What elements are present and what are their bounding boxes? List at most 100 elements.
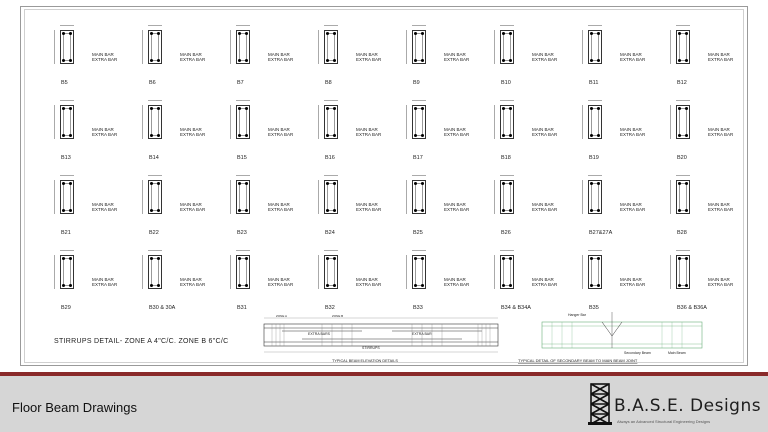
rebar-dot [326,284,329,287]
extra-bar-label: EXTRA BAR [532,57,558,62]
rebar-dot [421,107,424,110]
beam-cross-section [412,180,426,214]
extra-bar-label: EXTRA BAR [532,132,558,137]
beam-cross-section [324,30,338,64]
main-bar-label: MAIN BAR [356,277,378,282]
dimension-line [54,255,55,289]
main-bar-label: MAIN BAR [92,202,114,207]
beam-label: B16 [325,155,335,161]
dimension-line [148,175,162,176]
dimension-line [324,100,338,101]
dimension-line [670,30,671,64]
stirrups-label: STIRRUPS [362,346,380,350]
dimension-line [54,180,55,214]
rebar-dot [502,209,505,212]
rebar-dot [326,59,329,62]
rebar-dot [157,59,160,62]
rebar-dot [238,209,241,212]
beam-cross-section [236,30,250,64]
rebar-dot [414,182,417,185]
rebar-dot [238,107,241,110]
rebar-dot [326,209,329,212]
beam-label: B27&27A [589,230,613,236]
main-bar-label: MAIN BAR [532,202,554,207]
dimension-line [412,175,426,176]
rebar-dot [597,284,600,287]
dimension-line [676,175,690,176]
beam-label: B34 & B34A [501,305,531,311]
rebar-dot [62,59,65,62]
beam-cross-section [148,255,162,289]
beam-cross-section [500,255,514,289]
dimension-line [236,25,250,26]
sheet-inner-border [24,9,744,363]
rebar-dot [502,59,505,62]
rebar-dot [150,209,153,212]
beam-cross-section [588,30,602,64]
rebar-dot [62,284,65,287]
beam-cross-section [324,255,338,289]
rebar-dot [421,134,424,137]
dimension-line [148,25,162,26]
main-beam-label: Main Beam [668,351,686,355]
dimension-line [412,100,426,101]
rebar-dot [62,182,65,185]
beam-cross-section [676,30,690,64]
main-bar-label: MAIN BAR [92,52,114,57]
rebar-dot [678,107,681,110]
main-bar-label: MAIN BAR [532,127,554,132]
extra-bar-label: EXTRA BAR [180,207,206,212]
rebar-dot [597,209,600,212]
dimension-line [494,105,495,139]
extra-bar-label: EXTRA BAR [180,282,206,287]
rebar-dot [597,59,600,62]
dimension-line [406,105,407,139]
dimension-line [324,175,338,176]
rebar-dot [62,107,65,110]
rebar-dot [333,284,336,287]
rebar-dot [685,257,688,260]
beam-cross-section [588,255,602,289]
rebar-dot [414,134,417,137]
joint-detail: Hanger Bar Secondary Beam Main Beam TYPI… [518,312,703,363]
rebar-dot [69,209,72,212]
extra-bar-label: EXTRA BAR [444,207,470,212]
beam-label: B15 [237,155,247,161]
rebar-dot [150,32,153,35]
beam-label: B35 [589,305,599,311]
rebar-dot [678,134,681,137]
beam-label: B24 [325,230,335,236]
beam-cross-section [148,180,162,214]
dimension-line [60,250,74,251]
dimension-line [676,25,690,26]
joint-title: TYPICAL DETAIL OF SECONDARY BEAM TO MAIN… [518,358,638,363]
rebar-dot [69,32,72,35]
beam-cross-section [588,180,602,214]
dimension-line [500,175,514,176]
beam-label: B26 [501,230,511,236]
rebar-dot [678,182,681,185]
dimension-line [676,250,690,251]
rebar-dot [509,59,512,62]
rebar-dot [69,107,72,110]
dimension-line [670,180,671,214]
extra-bar-label: EXTRA BAR [620,207,646,212]
rebar-dot [590,257,593,260]
beam-label: B17 [413,155,423,161]
